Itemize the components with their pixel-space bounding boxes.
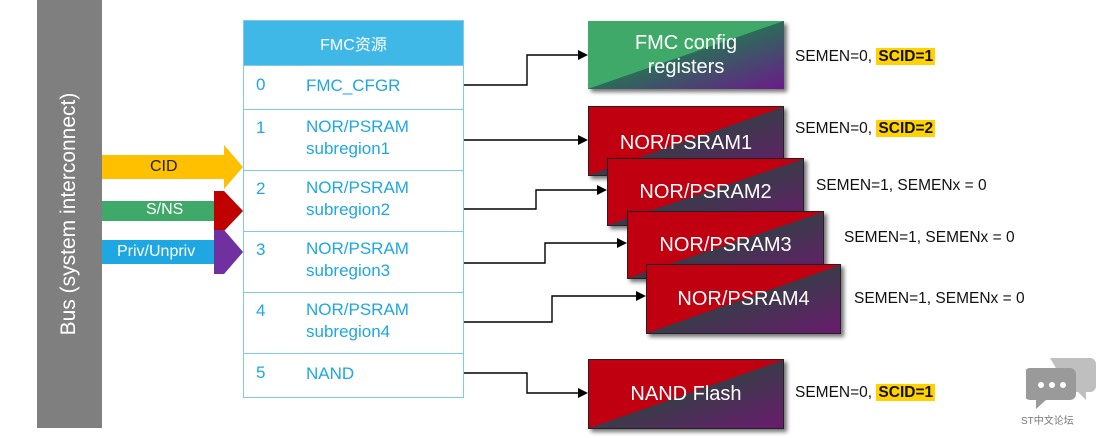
table-row: 4 NOR/PSRAM subregion4: [244, 292, 463, 353]
table-row: 0 FMC_CFGR: [244, 65, 463, 109]
system-bus: [37, 0, 102, 428]
row-name-line1: NOR/PSRAM: [306, 239, 409, 258]
row-name: NOR/PSRAM subregion1: [306, 116, 409, 160]
priv-arrow: [102, 230, 243, 274]
row-index: 1: [256, 118, 266, 137]
connector-4: [464, 295, 636, 323]
arrowhead-4: [636, 291, 646, 301]
box-line2: registers: [647, 56, 725, 78]
chat-bubble-icon: [1026, 358, 1096, 409]
priv-arrow-tip: [214, 230, 243, 274]
note-nor-psram1: SEMEN=0, SCID=2: [795, 120, 936, 138]
row-index: 3: [256, 240, 266, 259]
row-index: 0: [256, 75, 266, 94]
connector-2: [464, 189, 597, 210]
box-label: NOR/PSRAM2: [639, 181, 772, 203]
row-name-line1: NOR/PSRAM: [306, 117, 409, 136]
note-text: SEMEN=0,: [795, 48, 877, 65]
sns-arrow-tip: [214, 191, 243, 231]
note-text: SEMEN=0,: [795, 120, 877, 137]
row-index: 4: [256, 301, 266, 320]
row-name: NAND: [306, 364, 355, 383]
box-line1: FMC config: [634, 32, 738, 54]
note-highlight: SCID=2: [876, 120, 936, 137]
row-name: NOR/PSRAM subregion4: [306, 299, 409, 343]
nor-psram4-box: NOR/PSRAM4: [646, 264, 841, 334]
fmc-resource-table: FMC资源 0 FMC_CFGR 1 NOR/PSRAM subregion1 2…: [243, 20, 464, 398]
row-name: NOR/PSRAM subregion2: [306, 177, 409, 221]
note-text: SEMEN=0,: [795, 384, 877, 401]
note-nor-psram4: SEMEN=1, SEMENx = 0: [854, 290, 1025, 307]
row-name-line2: subregion2: [306, 200, 391, 219]
note-highlight: SCID=1: [876, 384, 936, 401]
arrowhead-0: [578, 50, 588, 60]
arrowhead-2: [597, 185, 607, 195]
row-name-line2: subregion3: [306, 261, 391, 280]
nand-flash-box: NAND Flash: [588, 359, 784, 429]
row-name-line1: NOR/PSRAM: [306, 178, 409, 197]
note-nor-psram2: SEMEN=1, SEMENx = 0: [816, 177, 987, 194]
arrowhead-5: [578, 388, 588, 398]
box-label: NOR/PSRAM3: [659, 234, 792, 256]
priv-label: Priv/Unpriv: [117, 243, 196, 260]
row-index: 5: [256, 363, 266, 382]
note-highlight: SCID=1: [876, 48, 936, 65]
table-row: 1 NOR/PSRAM subregion1: [244, 109, 463, 170]
note-nor-psram3: SEMEN=1, SEMENx = 0: [844, 229, 1015, 246]
box-label: NOR/PSRAM1: [619, 132, 753, 154]
box-label: NAND Flash: [630, 383, 742, 405]
connector-3: [464, 242, 617, 264]
row-name: NOR/PSRAM subregion3: [306, 238, 409, 282]
watermark-text: ST中文论坛: [1021, 416, 1074, 427]
row-name-line2: subregion4: [306, 322, 391, 341]
box-label: NOR/PSRAM4: [677, 288, 810, 310]
arrowhead-1: [578, 135, 588, 145]
row-name: FMC_CFGR: [306, 76, 401, 95]
table-row: 2 NOR/PSRAM subregion2: [244, 170, 463, 231]
cid-arrow: [102, 145, 243, 189]
sns-label: S/NS: [146, 201, 184, 218]
table-header: FMC资源: [244, 21, 463, 65]
arrowhead-3: [617, 238, 627, 248]
connector-5: [464, 372, 578, 394]
note-fmc-config: SEMEN=0, SCID=1: [795, 48, 936, 66]
table-row: 3 NOR/PSRAM subregion3: [244, 231, 463, 292]
row-index: 2: [256, 179, 266, 198]
note-nand-flash: SEMEN=0, SCID=1: [795, 384, 936, 402]
row-name-line2: subregion1: [306, 139, 391, 158]
table-row: 5 NAND: [244, 353, 463, 397]
cid-label: CID: [150, 158, 178, 175]
sns-arrow: [102, 191, 243, 231]
row-name-line1: NOR/PSRAM: [306, 300, 409, 319]
connector-0: [464, 54, 578, 86]
